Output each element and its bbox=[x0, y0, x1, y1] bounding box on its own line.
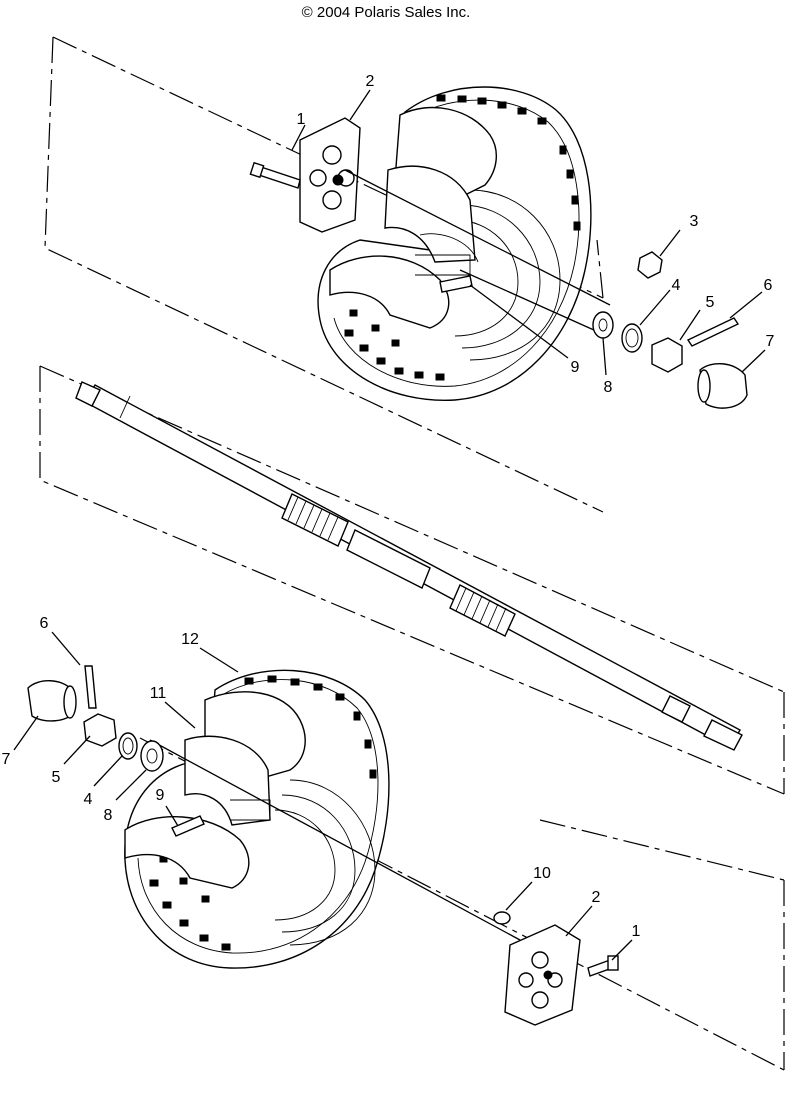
upper-hub-part-2 bbox=[299, 117, 361, 233]
upper-ring-part-4 bbox=[621, 323, 643, 353]
lower-castle-nut-part-5 bbox=[83, 713, 117, 747]
leader-l11 bbox=[164, 701, 196, 729]
upper-washer-part-8 bbox=[592, 311, 614, 339]
leader-l1 bbox=[611, 939, 633, 961]
callout-1: 1 bbox=[632, 923, 641, 940]
leader-l8 bbox=[115, 769, 147, 801]
callout-5: 5 bbox=[706, 294, 715, 311]
lower-wheel-assembly: 6 12 11 7 5 4 8 9 10 2 1 bbox=[2, 615, 785, 1071]
lower-ring-part-4 bbox=[118, 732, 138, 760]
leader-u8 bbox=[602, 337, 607, 376]
axle-collar bbox=[346, 529, 431, 589]
leader-u3 bbox=[659, 229, 681, 257]
upper-wheel-assembly: 1 2 3 4 5 6 7 8 9 bbox=[44, 36, 775, 513]
upper-axis-line bbox=[344, 169, 611, 306]
callout-6: 6 bbox=[40, 615, 49, 632]
callout-9: 9 bbox=[156, 787, 165, 804]
leader-u2 bbox=[349, 89, 371, 121]
leader-l5 bbox=[63, 735, 91, 765]
leader-u4 bbox=[639, 289, 671, 326]
leader-l9 bbox=[165, 805, 179, 827]
upper-axis-line-2 bbox=[459, 269, 606, 336]
leader-u6 bbox=[729, 291, 763, 319]
leader-l6 bbox=[51, 631, 81, 666]
callout-8: 8 bbox=[104, 807, 113, 824]
upper-rim bbox=[329, 106, 497, 329]
axle-assembly bbox=[39, 365, 785, 795]
leader-l4 bbox=[93, 755, 123, 787]
callout-1: 1 bbox=[297, 111, 306, 128]
axle-thread-right bbox=[703, 719, 743, 751]
lower-nut-part-10 bbox=[493, 911, 511, 925]
callout-7: 7 bbox=[2, 751, 11, 768]
callout-12: 12 bbox=[181, 631, 199, 648]
axle-thread-left bbox=[75, 381, 101, 407]
upper-cap-part-7 bbox=[697, 363, 748, 409]
axle-frame-dashed bbox=[39, 365, 785, 795]
callout-4: 4 bbox=[672, 277, 681, 294]
leader-u9 bbox=[469, 284, 569, 359]
lower-stud-part-9 bbox=[171, 815, 205, 837]
upper-nut-part-3 bbox=[637, 251, 663, 279]
leader-u1 bbox=[291, 124, 306, 151]
lower-cap-part-7 bbox=[27, 680, 77, 722]
leader-l12 bbox=[199, 647, 239, 673]
upper-cotter-pin-part-6 bbox=[686, 317, 740, 347]
upper-castle-nut-part-5 bbox=[651, 337, 683, 373]
leader-l7 bbox=[13, 715, 39, 751]
axle-spline-1 bbox=[281, 493, 349, 547]
callout-7: 7 bbox=[766, 333, 775, 350]
callout-6: 6 bbox=[764, 277, 773, 294]
lower-cotter-pin-part-6 bbox=[84, 665, 97, 709]
callout-11: 11 bbox=[150, 685, 167, 702]
copyright-title: © 2004 Polaris Sales Inc. bbox=[302, 4, 471, 21]
lower-washer-part-8 bbox=[140, 740, 164, 772]
callout-10: 10 bbox=[533, 865, 551, 882]
lower-bolt-part-1 bbox=[587, 955, 619, 977]
leader-l2 bbox=[565, 905, 593, 937]
callout-4: 4 bbox=[84, 791, 93, 808]
callout-9: 9 bbox=[571, 359, 580, 376]
leader-u7 bbox=[741, 349, 766, 373]
leader-l10 bbox=[505, 881, 533, 911]
axle-spline-2 bbox=[449, 584, 516, 637]
axle-end-collar bbox=[661, 695, 691, 723]
callout-8: 8 bbox=[604, 379, 613, 396]
callout-2: 2 bbox=[592, 889, 601, 906]
lower-axis-line bbox=[149, 739, 521, 941]
lower-hub-part-2 bbox=[504, 924, 581, 1026]
leader-u5 bbox=[679, 309, 701, 341]
callout-3: 3 bbox=[690, 213, 699, 230]
lower-rim bbox=[124, 691, 306, 889]
callout-5: 5 bbox=[52, 769, 61, 786]
callout-2: 2 bbox=[366, 73, 375, 90]
upper-bolt-part-1 bbox=[249, 161, 301, 189]
